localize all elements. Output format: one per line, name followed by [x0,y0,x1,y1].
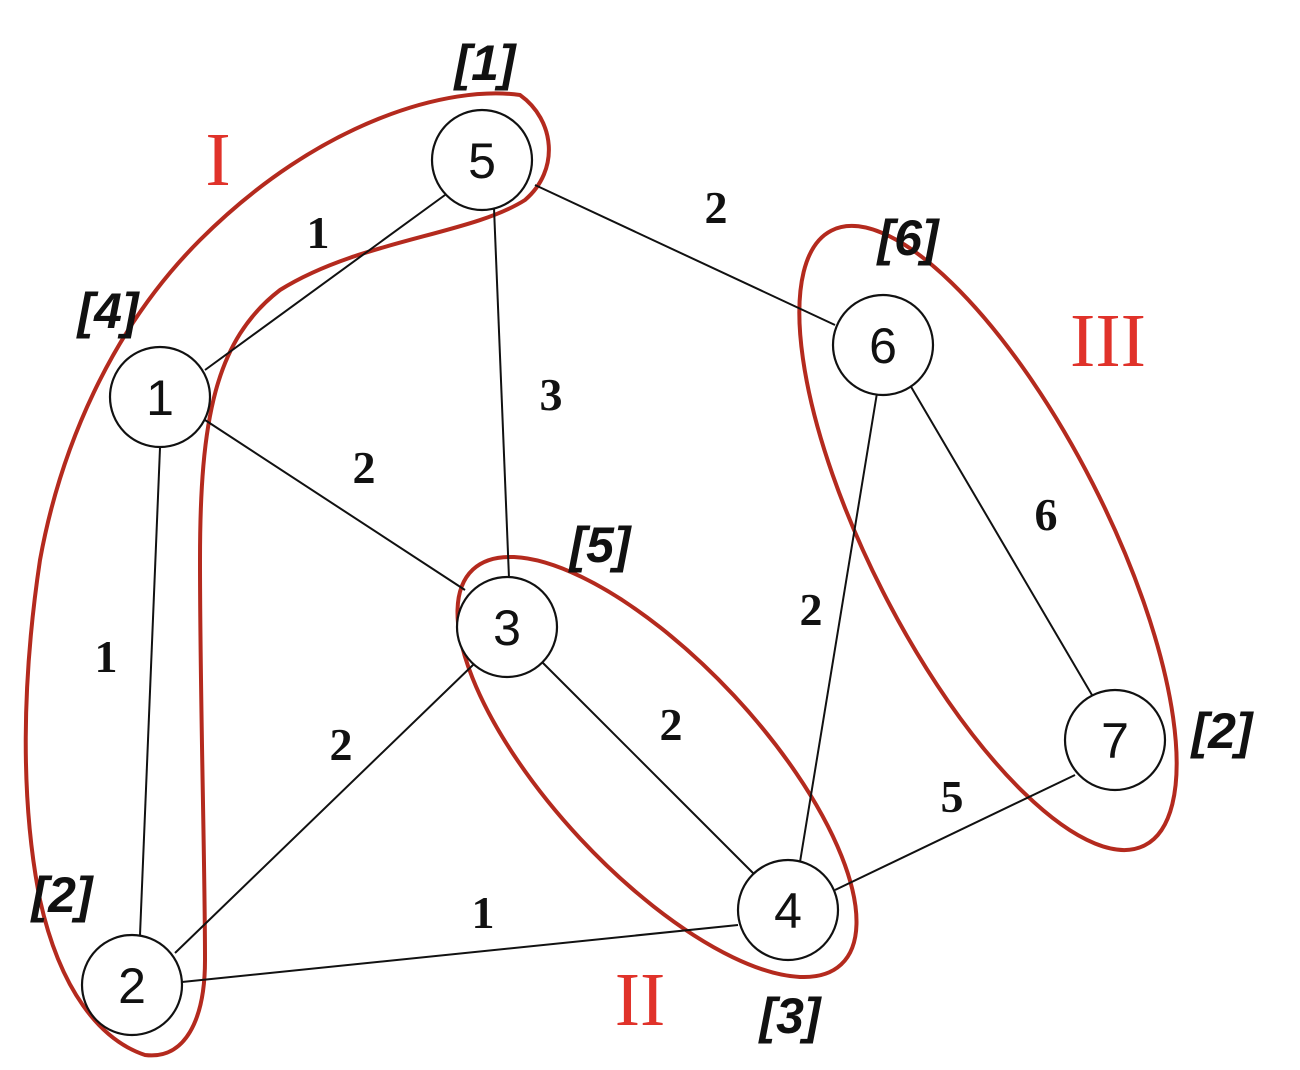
edge-5-6 [534,184,836,326]
nodes: 5 1 2 3 4 6 7 [80,108,1167,1037]
edge-6-7 [909,384,1093,696]
weight-2-4: 1 [472,887,495,938]
group-label-iii: III [1070,299,1146,383]
node-brackets: [1] [4] [2] [5] [3] [6] [2] [29,35,1254,1044]
node-2: 2 [80,933,184,1037]
weight-5-6: 2 [705,182,728,233]
node-6-label: 6 [869,318,897,374]
node-2-circle [80,933,184,1037]
node-3-label: 3 [493,600,521,656]
node-5: 5 [430,108,534,212]
node-6: 6 [831,293,935,397]
edge-5-3 [493,207,510,579]
edge-1-3 [204,419,466,591]
group-outline-i [23,91,551,1058]
weight-1-2: 1 [95,631,118,682]
node-3-circle [455,575,559,679]
node-4: 4 [736,858,840,962]
weight-5-1: 1 [307,207,330,258]
node-4-label: 4 [774,883,802,939]
edges [139,184,1093,983]
node-7: 7 [1063,688,1167,792]
edge-5-1 [204,194,446,371]
bracket-node-7: [2] [1189,703,1254,759]
edge-weights: 1 2 3 2 1 2 2 2 6 1 5 [95,182,1058,938]
weight-4-7: 5 [941,771,964,822]
bracket-node-1: [4] [75,283,140,339]
weight-6-4: 2 [800,584,823,635]
edge-4-7 [834,774,1076,891]
node-1-circle [108,345,212,449]
node-1: 1 [108,345,212,449]
weight-1-3: 2 [353,442,376,493]
node-7-label: 7 [1101,713,1129,769]
bracket-node-3: [5] [567,517,632,573]
weight-6-7: 6 [1035,489,1058,540]
weight-3-4: 2 [660,699,683,750]
weight-5-3: 3 [540,369,563,420]
edge-3-2 [174,662,476,954]
bracket-node-6: [6] [875,210,940,266]
node-3: 3 [455,575,559,679]
node-4-circle [736,858,840,962]
node-6-circle [831,293,935,397]
edge-6-4 [799,392,878,863]
bracket-node-2: [2] [29,867,94,923]
edge-2-4 [181,924,739,983]
node-5-label: 5 [468,133,496,189]
node-1-label: 1 [146,370,174,426]
bracket-node-4: [3] [757,988,822,1044]
node-2-label: 2 [118,958,146,1014]
node-7-circle [1063,688,1167,792]
node-5-circle [430,108,534,212]
group-labels: I II III [205,118,1146,1042]
weight-3-2: 2 [330,719,353,770]
group-outlines [23,91,1179,1058]
group-outline-iii [797,223,1179,853]
group-outline-ii [455,554,859,980]
edge-1-2 [139,447,161,936]
group-label-ii: II [615,958,666,1042]
group-label-i: I [205,118,230,202]
bracket-node-5: [1] [452,35,517,91]
edge-3-4 [539,659,756,876]
